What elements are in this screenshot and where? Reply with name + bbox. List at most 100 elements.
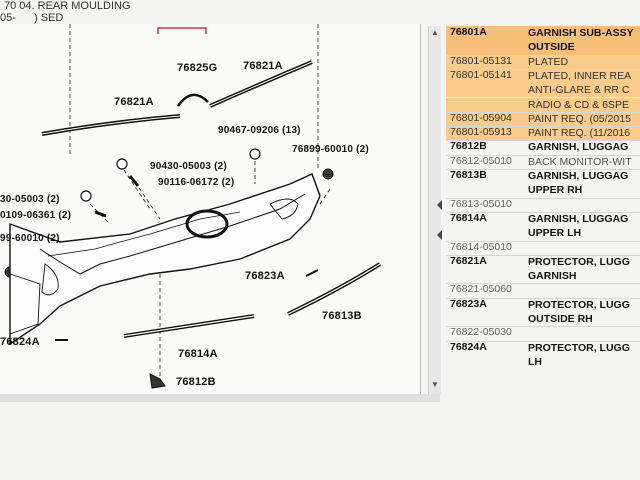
label-76899-right[interactable]: 76899-60010 (2) [292,144,369,155]
row-divider [446,54,640,56]
parts-list-row[interactable]: RADIO & CD & 6SPE [446,97,640,112]
row-divider [446,111,640,113]
part-description: UPPER RH [528,184,583,197]
part-description: BACK MONITOR-WIT [528,155,632,168]
part-number: 76801-05131 [450,54,512,67]
row-divider [446,154,640,156]
part-description: LH [528,355,542,368]
part-description: PAINT REQ. (05/2015 [528,112,631,125]
part-description: PLATED, INNER REA [528,69,632,82]
row-divider [446,340,640,342]
model-year-fragment: 05- [0,12,16,24]
row-divider [446,211,640,213]
part-description: RADIO & CD & 6SPE [528,98,629,111]
part-number: 76813B [450,169,487,181]
parts-list-row[interactable]: 76824A PROTECTOR, LUGG [446,341,640,355]
row-divider [446,126,640,128]
bottom-panel [0,402,640,480]
part-number: 76814-05010 [450,240,512,253]
label-90430-left[interactable]: 30-05003 (2) [0,194,60,205]
label-76824A[interactable]: 76824A [0,336,40,348]
parts-list-row[interactable]: 76823A PROTECTOR, LUGG [446,298,640,312]
part-description: GARNISH, LUGGAG [528,212,629,225]
part-description: PROTECTOR, LUGG [528,341,630,354]
parts-list-row[interactable]: 76813-05010 [446,198,640,212]
parts-diagram[interactable]: 76825G 76821A 76821A 90467-09206 (13) 76… [0,24,421,394]
parts-list-row[interactable]: OUTSIDE [446,40,640,55]
label-76813B[interactable]: 76813B [322,310,362,322]
parts-list-row[interactable]: 76812-05010 BACK MONITOR-WIT [446,155,640,169]
row-pointer-icon [437,230,443,240]
diagram-horizontal-scrollbar[interactable] [0,394,440,402]
part-description: ANTI-GLARE & RR C [528,84,630,97]
row-divider [446,240,640,242]
label-90116[interactable]: 90116-06172 (2) [158,177,235,188]
parts-list-row[interactable]: OUTSIDE RH [446,312,640,326]
parts-list-row[interactable]: ANTI-GLARE & RR C [446,83,640,98]
part-number: 76801-05913 [450,126,512,139]
row-divider [446,326,640,328]
part-number: 76812B [450,140,487,153]
title-fragment: 70 04. REAR MOULDING [4,0,131,12]
label-76825G[interactable]: 76825G [177,62,218,74]
part-description: OUTSIDE [528,41,575,54]
label-76899-left[interactable]: 99-60010 (2) [0,233,60,244]
diagram-drawing [4,24,382,389]
part-number: 76801-05141 [450,68,512,81]
parts-list-row[interactable]: 76812B GARNISH, LUGGAG [446,140,640,154]
row-divider [446,169,640,170]
part-number: 76822-05030 [450,326,512,339]
parts-list-row[interactable]: UPPER RH [446,183,640,197]
parts-list-row[interactable]: 76822-05030 [446,326,640,340]
parts-list-row[interactable]: 76814-05010 [446,241,640,255]
title-bar: 70 04. REAR MOULDING [0,0,430,14]
part-description: OUTSIDE RH [528,313,593,325]
label-76812B[interactable]: 76812B [176,376,216,388]
scroll-up-icon[interactable]: ▲ [431,28,439,37]
parts-list-row[interactable]: 76814A GARNISH, LUGGAG [446,212,640,226]
label-76821A-left[interactable]: 76821A [114,96,154,108]
parts-list-row[interactable]: LH [446,355,640,369]
parts-list-row[interactable]: UPPER LH [446,226,640,240]
label-90109[interactable]: 0109-06361 (2) [0,210,72,221]
label-76823A[interactable]: 76823A [245,270,285,282]
row-pointer-icon [437,200,443,210]
diagram-vertical-scrollbar[interactable]: ▲ ▼ [428,26,441,394]
part-description: GARNISH SUB-ASSY [528,27,634,39]
parts-list-row[interactable]: 76801-05904 PAINT REQ. (05/2015 [446,111,640,127]
row-divider [446,297,640,299]
part-description: GARNISH, LUGGAG [528,141,629,154]
row-divider [446,254,640,256]
label-76814A[interactable]: 76814A [178,348,218,360]
part-description: PROTECTOR, LUGG [528,298,630,311]
model-body-fragment: ) SED [34,12,64,24]
parts-list-row[interactable]: GARNISH [446,269,640,283]
label-90430[interactable]: 90430-05003 (2) [150,161,227,172]
row-divider [446,197,640,199]
part-number: 76824A [450,340,487,353]
part-description: UPPER LH [528,227,582,240]
scroll-down-icon[interactable]: ▼ [431,380,439,389]
part-description: PLATED [528,55,569,68]
row-divider [446,283,640,285]
row-divider [446,140,640,142]
model-bar: 05- ) SED [0,10,440,26]
parts-list-row[interactable]: 76821-05060 [446,283,640,297]
label-90467[interactable]: 90467-09206 (13) [218,125,301,136]
row-divider [446,68,640,70]
parts-list-row[interactable]: 76801-05141 PLATED, INNER REA [446,68,640,84]
part-number: 76821-05060 [450,283,512,296]
part-description: PROTECTOR, LUGG [528,255,630,268]
part-number: 76814A [450,211,487,224]
label-76821A-top[interactable]: 76821A [243,60,283,72]
part-number: 76801-05904 [450,111,512,124]
part-number: 76823A [450,297,487,310]
parts-list-row[interactable]: 76801-05131 PLATED [446,54,640,69]
part-number: 76812-05010 [450,154,512,167]
